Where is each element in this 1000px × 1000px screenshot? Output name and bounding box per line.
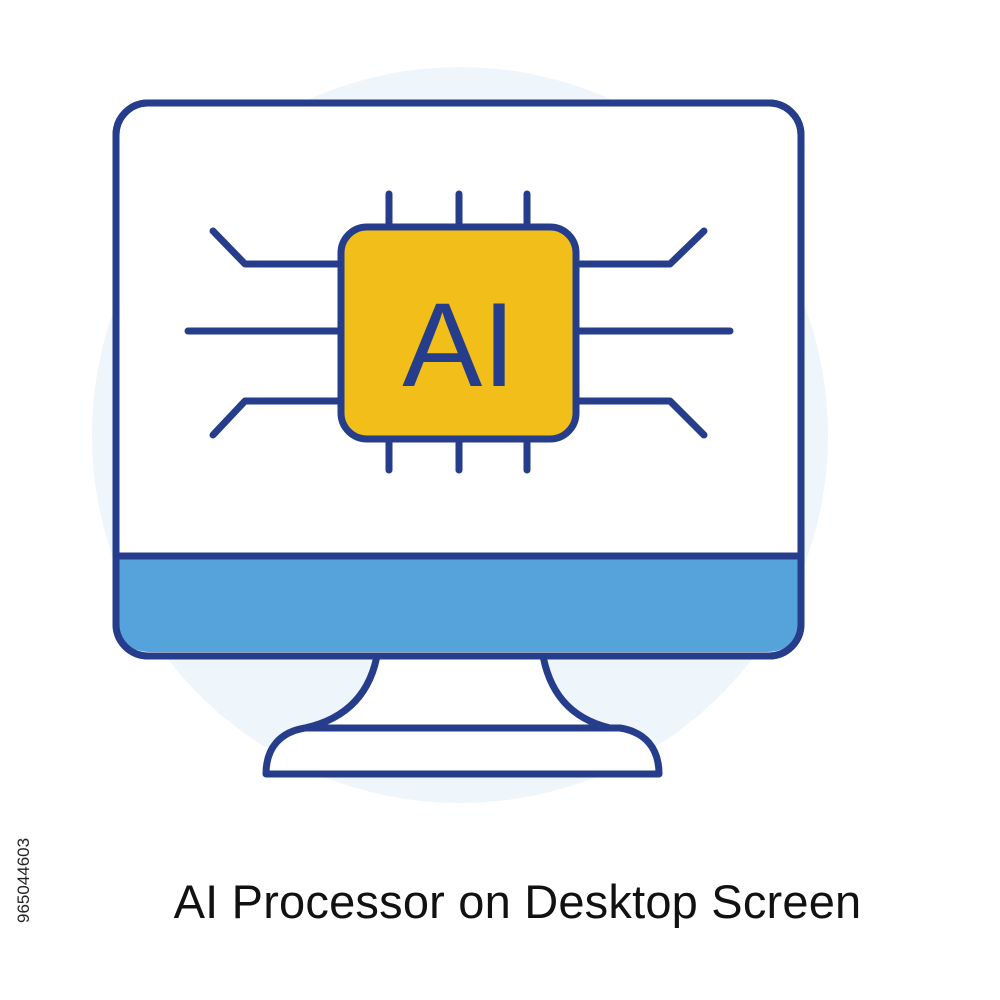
- stock-id-text: 965044603: [14, 838, 33, 923]
- ai-chip-icon: AI: [337, 223, 580, 443]
- stock-id: 965044603: [2, 755, 42, 925]
- monitor-chin: [119, 556, 798, 652]
- chip-label: AI: [402, 278, 515, 412]
- circuit-trace-icon: [184, 190, 734, 474]
- caption: AI Processor on Desktop Screen: [173, 875, 862, 928]
- monitor-stand-icon: [262, 646, 663, 778]
